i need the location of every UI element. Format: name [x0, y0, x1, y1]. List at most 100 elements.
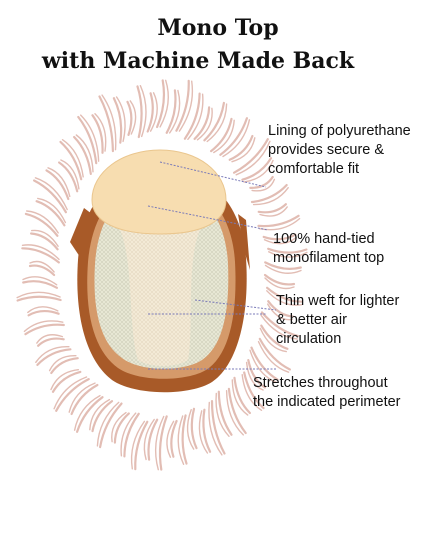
hair-strand: [91, 400, 114, 433]
callout-line: the indicated perimeter: [253, 394, 401, 410]
hair-strand: [60, 159, 80, 190]
hair-strand: [28, 264, 56, 277]
hair-strand: [139, 85, 147, 138]
hair-strand: [34, 177, 68, 211]
callout-monofilament-top: 100% hand-tied monofilament top: [273, 230, 384, 268]
callout-thin-weft: Thin weft for lighter & better air circu…: [276, 292, 399, 349]
right-ear-tab: [238, 214, 250, 270]
hair-strand: [267, 300, 294, 318]
hair-strand: [257, 214, 300, 228]
hair-strand: [50, 357, 79, 375]
hair-strand: [266, 286, 303, 303]
leader-lines: [147, 161, 277, 370]
hair-strand: [22, 276, 58, 286]
hair-strand: [53, 376, 88, 410]
hair-strand: [264, 261, 302, 270]
hair-strand: [24, 212, 59, 237]
hair-strand: [241, 374, 263, 411]
hair-strand: [169, 89, 181, 134]
hair-strand: [210, 117, 233, 153]
hair-strand: [267, 303, 293, 321]
hair-strand: [94, 113, 107, 152]
hair-strand: [215, 392, 230, 437]
hair-strand: [146, 92, 154, 133]
hair-strand: [228, 134, 254, 161]
hair-strand: [252, 187, 289, 206]
hair-strand: [262, 233, 297, 241]
hair-strand: [156, 79, 166, 129]
hair-strand: [48, 354, 77, 372]
hair-strand: [219, 117, 248, 156]
leader-line-lining: [159, 161, 267, 188]
hair-strand: [178, 80, 194, 132]
callout-line: Lining of polyurethane: [268, 123, 411, 139]
hair-strand: [70, 383, 99, 416]
callout-line: 100% hand-tied: [273, 231, 375, 247]
hair-strand: [260, 314, 298, 340]
hair-strand: [213, 119, 235, 154]
hair-strand: [165, 89, 177, 134]
hair-strand: [231, 137, 256, 163]
hair-strand: [235, 140, 271, 176]
hair-strand: [37, 197, 67, 224]
hair-strand: [29, 260, 55, 273]
hair-strand: [26, 210, 59, 234]
hair-strand: [27, 310, 60, 317]
hair-strand: [250, 346, 279, 381]
hair-strand: [61, 139, 84, 178]
hair-strand: [37, 337, 65, 347]
leader-line-weft: [194, 299, 277, 311]
hair-strand: [47, 167, 71, 198]
hair-strand: [21, 244, 60, 261]
hair-strand: [187, 93, 204, 140]
hair-strand: [16, 295, 62, 302]
hair-strand: [250, 184, 288, 204]
hair-strand: [22, 280, 58, 289]
hair-strand: [147, 418, 159, 461]
callout-polyurethane-lining: Lining of polyurethane provides secure &…: [268, 122, 411, 179]
callout-line: circulation: [276, 331, 342, 347]
hair-strand: [208, 401, 223, 456]
hair-strand: [267, 247, 308, 254]
hair-strand: [35, 345, 70, 363]
hair-strand: [233, 138, 269, 174]
hair-strand: [203, 101, 225, 142]
hair-strand: [264, 264, 302, 274]
hair-strand: [231, 379, 249, 416]
hair-strand: [27, 306, 59, 314]
hair-strand: [181, 414, 188, 465]
hair-strand: [198, 410, 209, 454]
hair-strand: [96, 401, 120, 447]
hair-strand: [123, 412, 140, 458]
hair-strand: [23, 320, 64, 333]
hair-strand: [136, 85, 143, 139]
callout-line: monofilament top: [273, 250, 385, 266]
hair-strand: [55, 378, 90, 412]
hair-strand: [30, 232, 59, 251]
hair-strand: [134, 420, 149, 471]
hair-strand: [36, 334, 64, 344]
diagram-title-line-2: with Machine Made Back: [41, 48, 355, 74]
hair-strand: [225, 390, 244, 436]
hair-strand: [149, 92, 158, 132]
hair-strand: [247, 359, 266, 389]
hair-strand: [249, 349, 277, 383]
hair-strand: [91, 114, 104, 154]
hair-strand: [243, 159, 274, 183]
hair-strand: [233, 376, 251, 415]
hair-strand: [59, 140, 83, 181]
hair-strand: [16, 291, 61, 299]
hair-strand: [264, 277, 295, 290]
hair-strand: [186, 409, 195, 450]
hair-strand: [51, 370, 82, 393]
hair-strand: [217, 390, 233, 436]
callout-line: Stretches throughout: [253, 375, 388, 391]
hair-strand: [206, 103, 228, 143]
callout-line: Thin weft for lighter: [276, 293, 400, 309]
hair-strand: [76, 396, 104, 433]
hair-strand: [154, 415, 165, 471]
hair-strand: [73, 135, 92, 175]
hair-strand: [115, 96, 126, 143]
thin-weft-panel: [120, 221, 200, 366]
